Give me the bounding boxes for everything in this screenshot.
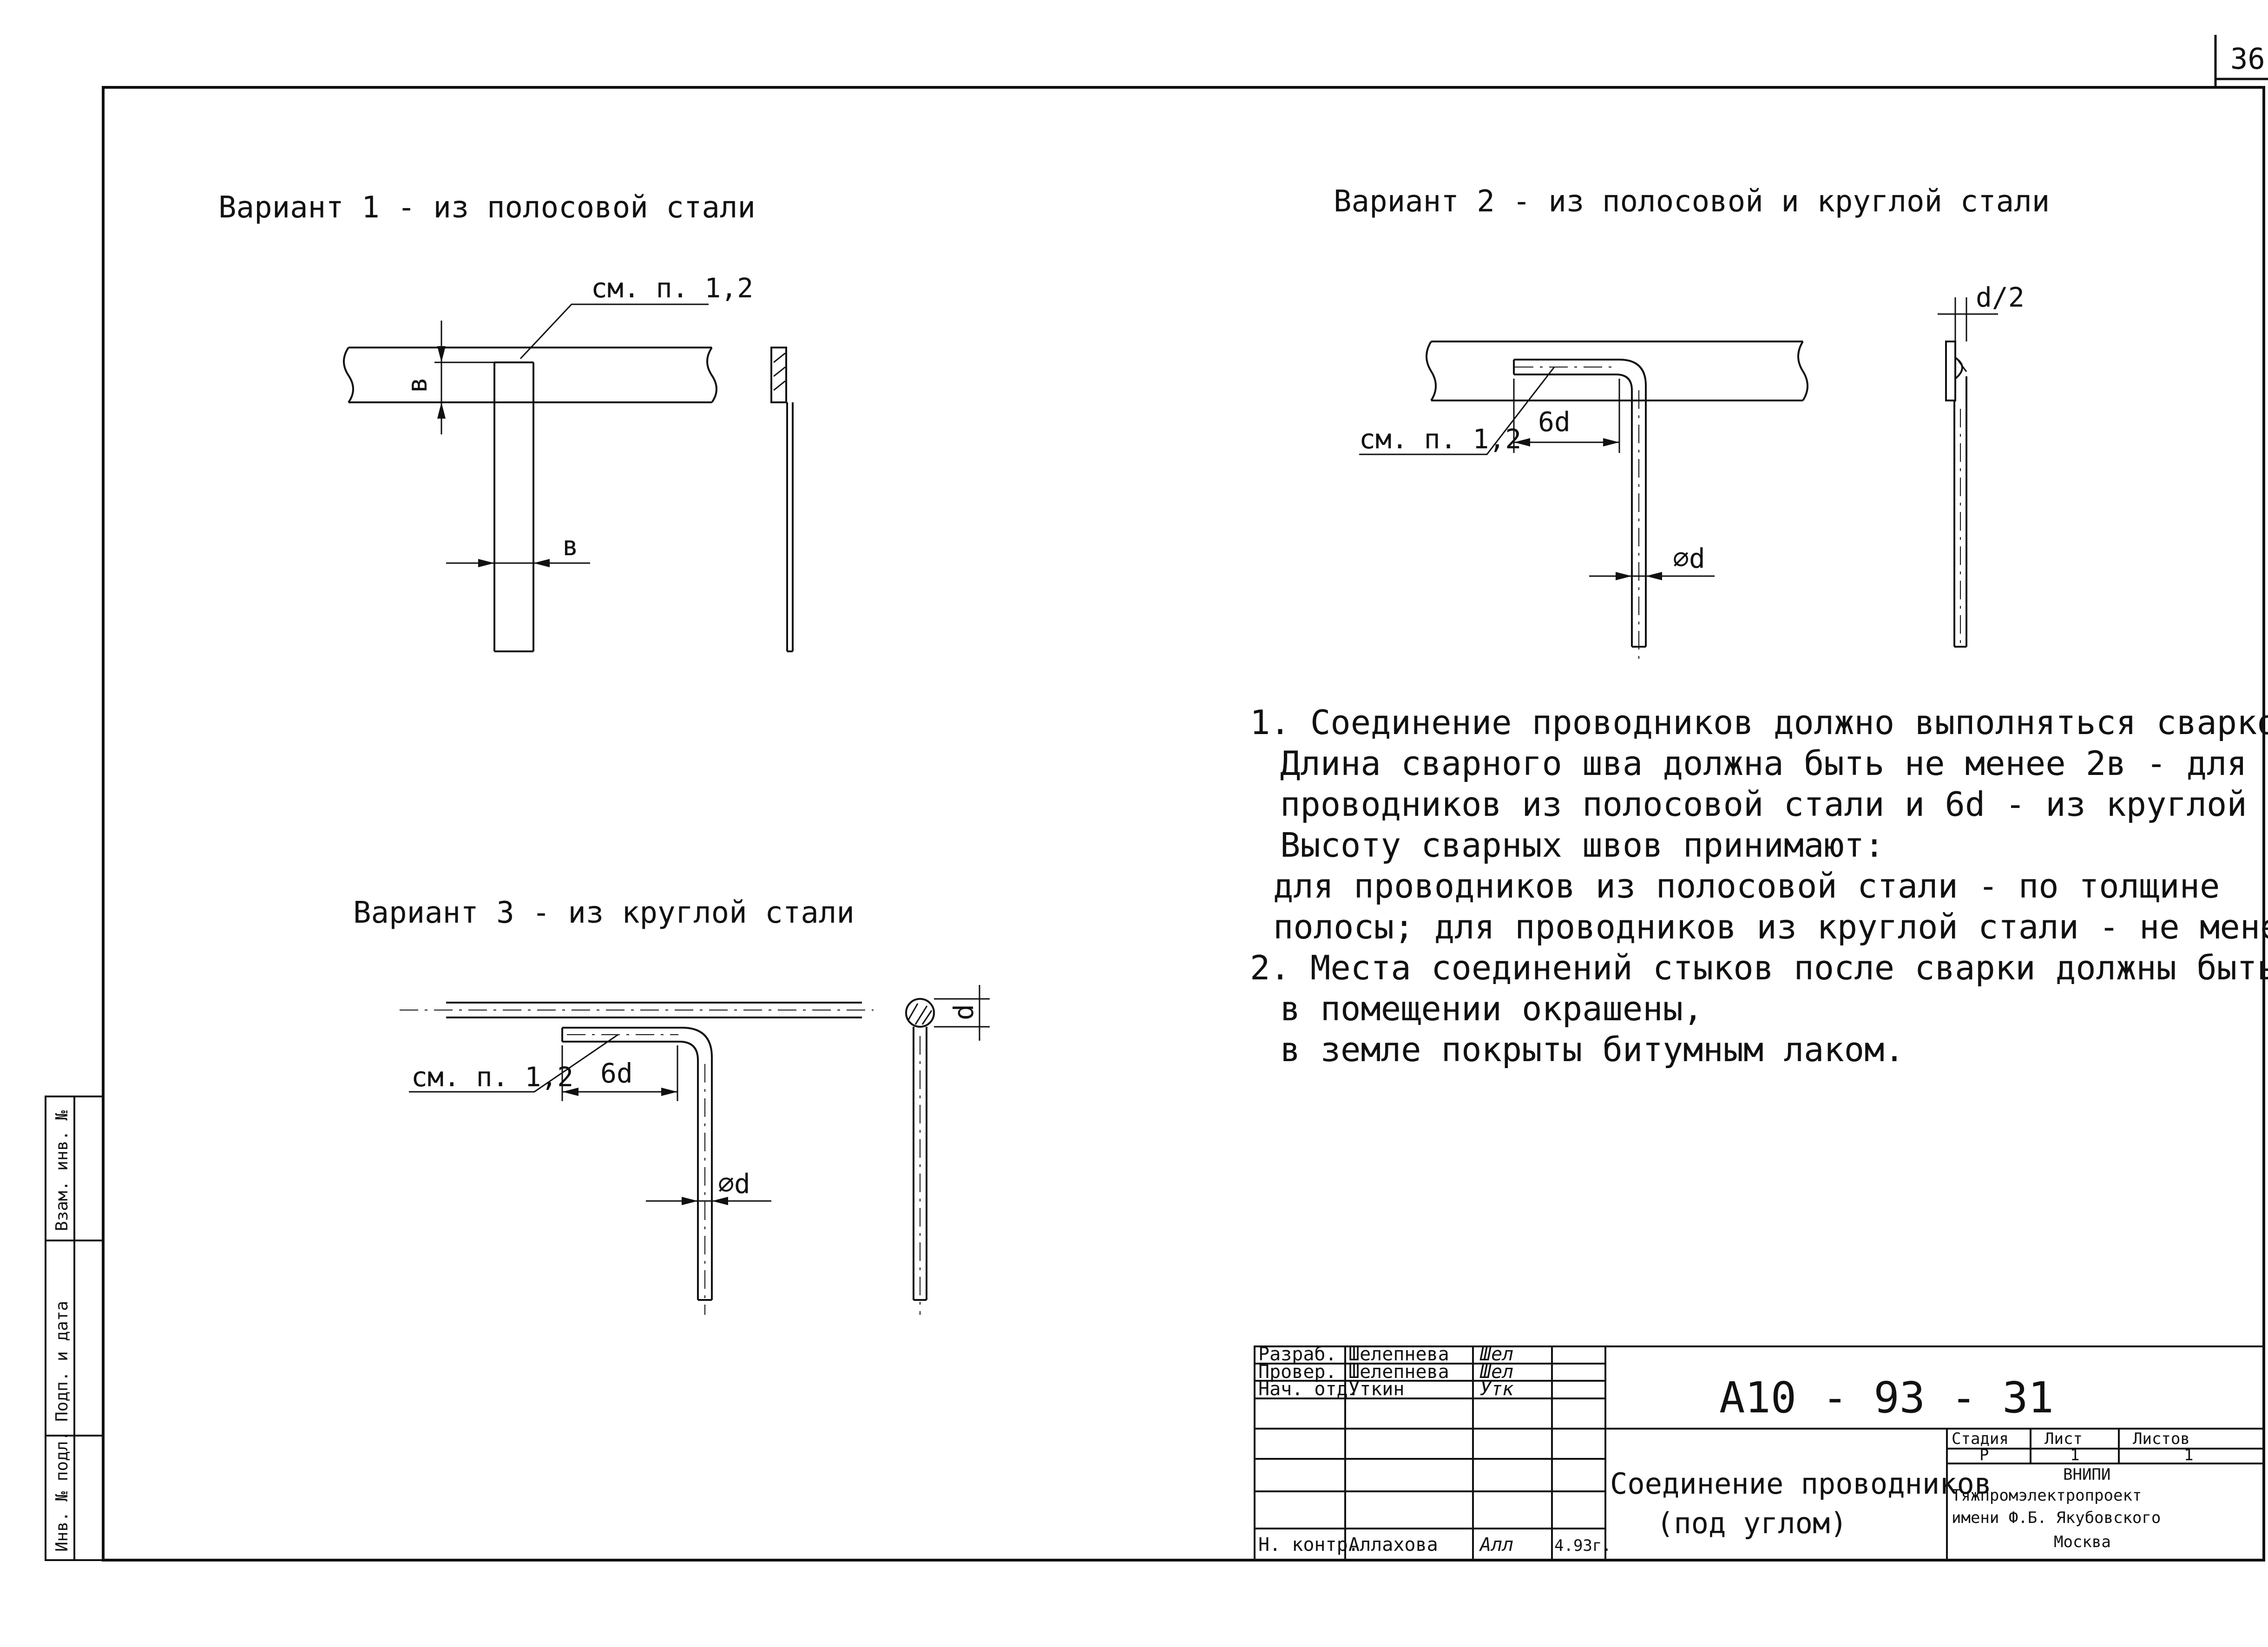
stage-header: Стадия xyxy=(1952,1430,2009,1448)
side-stamp-sign-date: Подп. и дата xyxy=(53,1301,72,1422)
variant-2-drawing xyxy=(1359,297,1998,660)
row-sign: Утк xyxy=(1480,1378,1514,1400)
note-line: в помещении окрашены, xyxy=(1280,989,1703,1028)
side-stamp-inv-orig: Инв. № подл. xyxy=(53,1431,72,1552)
variant-3-dim-weld: 6d xyxy=(600,1057,633,1089)
sheet-frame xyxy=(102,35,2268,1562)
sheet-header: Лист xyxy=(2044,1430,2083,1448)
variant-3-title: Вариант 3 - из круглой стали xyxy=(353,896,855,930)
note-line: 2. Места соединений стыков после сварки … xyxy=(1250,948,2268,987)
title-block-rows: Разраб. Шелепнева Шел Провер. Шелепнева … xyxy=(1258,1344,1611,1555)
variant-2-ref: см. п. 1,2 xyxy=(1359,423,1521,455)
variant-2-dim-weld: 6d xyxy=(1538,406,1571,438)
side-stamp-inv-repl: Взам. инв. № xyxy=(53,1110,72,1231)
row-name: Шелепнева xyxy=(1348,1344,1449,1365)
row-role: Нач. отд. xyxy=(1258,1378,1359,1400)
variant-3-ref: см. п. 1,2 xyxy=(411,1061,573,1093)
note-line: Длина сварного шва должна быть не менее … xyxy=(1280,744,2247,783)
variant-2-dim-half: d/2 xyxy=(1976,282,2025,313)
stage-value: Р xyxy=(1979,1446,1989,1464)
side-stamp xyxy=(45,1096,104,1561)
note-line: проводников из полосовой стали и 6d - из… xyxy=(1280,785,2268,824)
variant-1-ref: см. п. 1,2 xyxy=(591,272,753,304)
variant-2-title: Вариант 2 - из полосовой и круглой стали xyxy=(1334,184,2050,219)
notes-block: 1. Соединение проводников должно выполня… xyxy=(1250,703,2268,1069)
title-block-grid xyxy=(1254,1345,2265,1561)
variant-1-dim-top: в xyxy=(401,377,433,393)
drawing-name-line2: (под углом) xyxy=(1657,1506,1847,1540)
row-name: Аллахова xyxy=(1348,1534,1438,1555)
note-line: 1. Соединение проводников должно выполня… xyxy=(1250,703,2268,742)
note-line: для проводников из полосовой стали - по … xyxy=(1273,866,2220,906)
note-line: Высоту сварных швов принимают: xyxy=(1280,826,1884,865)
row-role: Провер. xyxy=(1258,1361,1337,1383)
org-line2: Тяжпромэлектропроект xyxy=(1952,1486,2142,1505)
row-role: Разраб. xyxy=(1258,1344,1337,1365)
variant-1-dim-width: в xyxy=(562,530,579,562)
variant-3-dim-side: d xyxy=(948,1004,980,1020)
variant-1-drawing xyxy=(343,303,794,652)
org-line4: Москва xyxy=(2054,1533,2111,1551)
variant-3-dim-rod: ⌀d xyxy=(718,1168,750,1200)
variant-2-dim-rod: ⌀d xyxy=(1673,543,1705,574)
sheet-number: 36 xyxy=(2230,42,2265,76)
note-line: полосы; для проводников из круглой стали… xyxy=(1273,907,2268,946)
org-line3: имени Ф.Б. Якубовского xyxy=(1952,1509,2161,1527)
row-role: Н. контр. xyxy=(1258,1534,1359,1555)
row-sign: Алл xyxy=(1479,1534,1513,1555)
variant-3-drawing xyxy=(400,985,990,1315)
row-name: Уткин xyxy=(1348,1378,1404,1400)
sheet-value: 1 xyxy=(2070,1446,2079,1464)
row-sign: Шел xyxy=(1479,1361,1513,1383)
org-line1: ВНИПИ xyxy=(2063,1465,2110,1484)
row-sign: Шел xyxy=(1479,1344,1513,1365)
row-date: 4.93г. xyxy=(1554,1536,1611,1555)
sheets-value: 1 xyxy=(2184,1446,2193,1464)
row-name: Шелепнева xyxy=(1348,1361,1449,1383)
drawing-designation: А10 - 93 - 31 xyxy=(1719,1373,2054,1423)
note-line: в земле покрыты битумным лаком. xyxy=(1280,1030,1905,1069)
sheets-header: Листов xyxy=(2133,1430,2190,1448)
drawing-name-line1: Соединение проводников xyxy=(1610,1467,1992,1501)
variant-1-title: Вариант 1 - из полосовой стали xyxy=(218,190,756,225)
